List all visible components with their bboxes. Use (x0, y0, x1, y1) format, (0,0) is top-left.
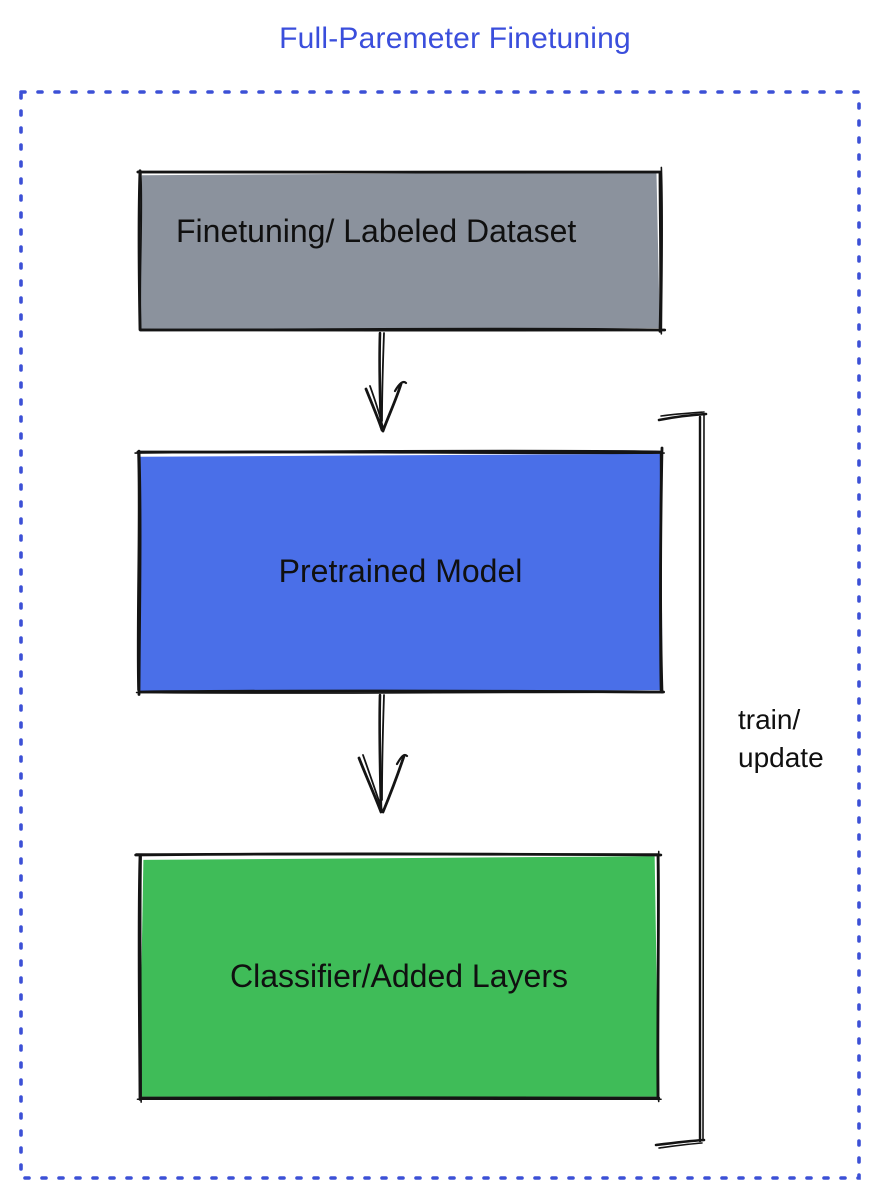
outer-dotted-border (19, 90, 861, 1180)
train-update-bracket (654, 411, 708, 1149)
arrow-pretrained-to-classifier (357, 693, 409, 814)
pretrained-box-shape (134, 446, 665, 696)
dataset-box-shape (136, 166, 667, 335)
train-update-label: train/ update (738, 704, 824, 773)
classifier-box-shape (134, 850, 663, 1103)
arrow-dataset-to-pretrained (364, 331, 408, 433)
diagram-title: Full-Paremeter Finetuning (279, 22, 631, 55)
